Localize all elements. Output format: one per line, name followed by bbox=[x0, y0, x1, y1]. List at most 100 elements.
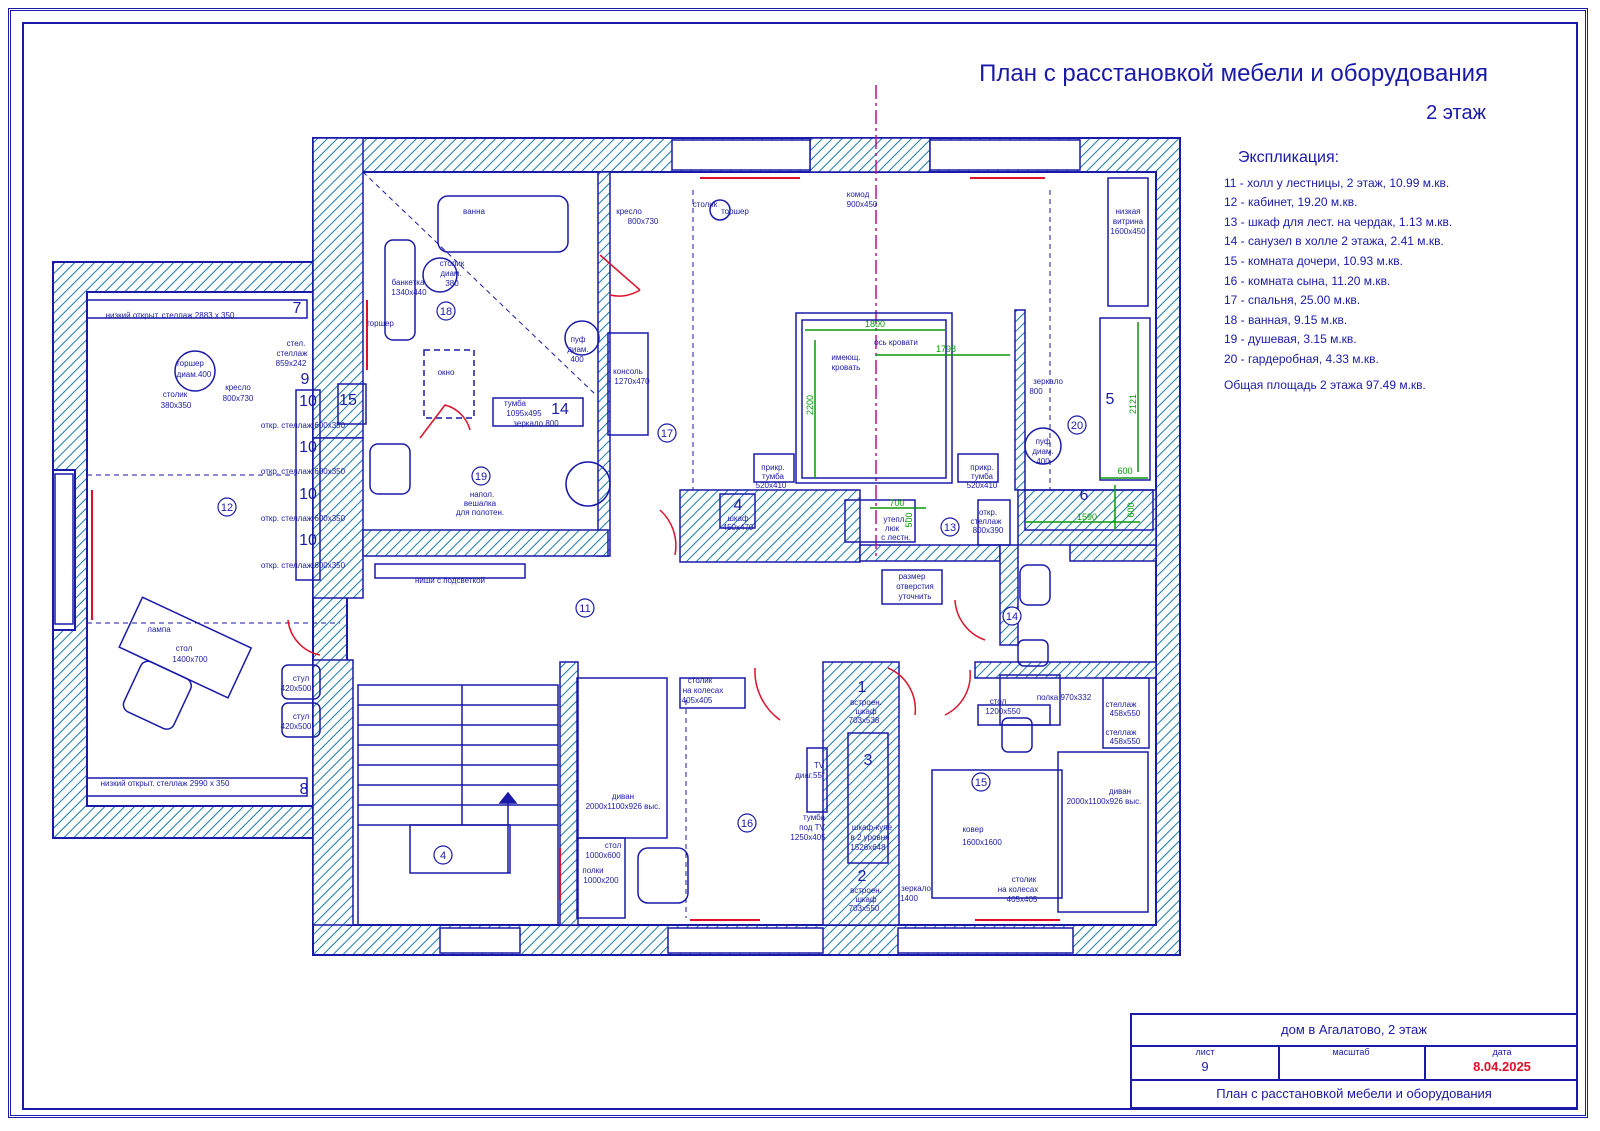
dim-600: 600 bbox=[1126, 502, 1136, 517]
label-rack: стел. bbox=[287, 339, 306, 348]
label-side-rack: откр. стеллаж 600х350 bbox=[261, 421, 346, 430]
label-tv-stand: тумба bbox=[803, 813, 825, 822]
label-builtin-1-b: шкаф bbox=[855, 707, 877, 716]
label-tv-stand-b: под TV bbox=[799, 823, 825, 832]
explication-item: 15 - комната дочери, 10.93 м.кв. bbox=[1224, 253, 1404, 268]
label-coupe-b: в 2 уровня bbox=[851, 833, 890, 842]
title-block-project: дом в Агалатово, 2 этаж bbox=[1132, 1015, 1576, 1047]
label-nightstand-right-size: 520х410 bbox=[967, 481, 998, 490]
label-armchair-size: 800х730 bbox=[223, 394, 254, 403]
label-hole-note: размер bbox=[899, 572, 926, 581]
label-side-table: столик bbox=[163, 390, 188, 399]
item-number-3: 3 bbox=[864, 752, 873, 769]
label-rack-b: стеллаж bbox=[277, 349, 309, 358]
label-chair: стул bbox=[293, 674, 310, 683]
label-pouf: пуф bbox=[571, 335, 586, 344]
label-armchair-bedroom: кресло bbox=[616, 207, 642, 216]
label-rack-13-size: 800х390 bbox=[973, 526, 1004, 535]
label-nightstand-left: прикр. bbox=[761, 463, 784, 472]
label-shelves-16-size: 1000х200 bbox=[583, 876, 619, 885]
label-dresser: комод bbox=[847, 190, 870, 199]
radiators bbox=[91, 177, 1060, 921]
label-bath-torsher: торшер bbox=[366, 319, 394, 328]
room-number-11: 11 bbox=[579, 603, 590, 615]
label-pouf-20-c: 400 bbox=[1036, 457, 1050, 466]
item-number-15: 15 bbox=[339, 392, 357, 409]
label-carpet-size: 1600х1600 bbox=[962, 838, 1002, 847]
label-bed-b: кровать bbox=[832, 363, 861, 372]
label-nightstand-right: прикр. bbox=[970, 463, 993, 472]
explication-item: 20 - гардеробная, 4.33 м.кв. bbox=[1224, 351, 1379, 366]
label-side-rack: откр. стеллаж 600х350 bbox=[261, 514, 346, 523]
plan-title: План с расстановкой мебели и оборудовани… bbox=[979, 60, 1488, 87]
label-sofa-16: диван bbox=[612, 792, 634, 801]
label-attic-hatch-b: люк bbox=[885, 524, 900, 533]
room-number-16: 16 bbox=[741, 818, 753, 830]
item-number-4: 4 bbox=[734, 497, 743, 514]
label-desk-size: 1400х700 bbox=[172, 655, 208, 664]
room-number-13: 13 bbox=[944, 522, 956, 534]
label-desk-16-size: 1000х600 bbox=[585, 851, 621, 860]
explication-item: 12 - кабинет, 19.20 м.кв. bbox=[1224, 195, 1358, 210]
explication-item: 18 - ванная, 9.15 м.кв. bbox=[1224, 312, 1348, 327]
item-number-5: 5 bbox=[1106, 391, 1115, 408]
title-block: дом в Агалатово, 2 этаж лист 9 масштаб д… bbox=[1130, 1013, 1578, 1109]
label-chair-size: 420х500 bbox=[281, 684, 312, 693]
room-number-markers bbox=[217, 301, 1087, 865]
label-nightstand-left-size: 520х410 bbox=[756, 481, 787, 490]
label-table-bedroom: столик bbox=[693, 200, 718, 209]
label-wardrobe-size: 450х470 bbox=[723, 523, 754, 532]
room-number-20: 20 bbox=[1071, 420, 1083, 432]
label-tumba-size: 1095х495 bbox=[506, 409, 542, 418]
title-block-sheet-title: План с расстановкой мебели и оборудовани… bbox=[1216, 1086, 1492, 1101]
label-shelf-top: низкий открыт. стеллаж 2883 х 350 bbox=[106, 311, 235, 320]
label-builtin-1: встроен. bbox=[850, 698, 882, 707]
label-tv-stand-size: 1250х405 bbox=[790, 833, 826, 842]
label-wheel-table-16-b: на колесах bbox=[683, 686, 724, 695]
label-console: консоль bbox=[613, 367, 643, 376]
sheet-value: 9 bbox=[1201, 1059, 1209, 1074]
label-torsher: торшер bbox=[176, 359, 204, 368]
label-bath-table-c: 380 bbox=[445, 279, 459, 288]
label-showcase-b: витрина bbox=[1113, 217, 1144, 226]
label-dresser-size: 900х450 bbox=[847, 200, 878, 209]
label-bed: имеющ. bbox=[831, 353, 860, 362]
item-number-10: 10 bbox=[299, 393, 317, 410]
sheet-label: лист bbox=[1195, 1047, 1215, 1057]
furniture-outlines bbox=[86, 177, 1154, 919]
stairs bbox=[357, 684, 559, 926]
label-side-rack: откр. стеллаж 600х350 bbox=[261, 467, 346, 476]
sheet-inner-frame bbox=[22, 22, 1578, 1110]
label-sofa-16-size: 2000х1100х926 выс. bbox=[586, 802, 661, 811]
label-desk: стол bbox=[176, 644, 193, 653]
label-rack-13-b: стеллаж bbox=[971, 517, 1003, 526]
item-number-1: 1 bbox=[858, 679, 867, 696]
title-block-date: дата 8.04.2025 bbox=[1424, 1045, 1580, 1079]
item-number-2: 2 bbox=[858, 868, 867, 885]
label-side-table-size: 380х350 bbox=[161, 401, 192, 410]
item-number-10: 10 bbox=[299, 532, 317, 549]
label-hanger: напол. bbox=[470, 490, 494, 499]
dim-bed-side: 1798 bbox=[936, 344, 956, 354]
label-shelf-bottom: низкий открыт. стеллаж 2990 х 350 bbox=[101, 779, 230, 788]
label-armchair: кресло bbox=[225, 383, 251, 392]
label-attic-hatch: утепл. bbox=[883, 515, 906, 524]
label-wardrobe: шкаф bbox=[727, 514, 749, 523]
dim-600: 600 bbox=[1117, 466, 1132, 476]
label-desk-15-size: 1200х550 bbox=[985, 707, 1021, 716]
explication-item: 19 - душевая, 3.15 м.кв. bbox=[1224, 332, 1357, 347]
label-rack-15a-size: 458х550 bbox=[1110, 709, 1141, 718]
explication-heading: Экспликация: bbox=[1238, 149, 1340, 166]
label-pouf-c: 400 bbox=[570, 355, 584, 364]
label-showcase: низкая bbox=[1115, 207, 1140, 216]
label-torsher-size: диам.400 bbox=[177, 370, 212, 379]
label-mirror-20-size: 800 bbox=[1029, 387, 1043, 396]
label-bed-axis: ось кровати bbox=[874, 338, 918, 347]
label-tumba: тумба bbox=[504, 399, 526, 408]
label-coupe: шкаф-купе bbox=[852, 823, 893, 832]
label-chair: стул bbox=[293, 712, 310, 721]
label-mirror-15-size: 1400 bbox=[900, 894, 918, 903]
label-armchair-bedroom-size: 800х730 bbox=[628, 217, 659, 226]
dim-1590: 1590 bbox=[1077, 512, 1097, 522]
